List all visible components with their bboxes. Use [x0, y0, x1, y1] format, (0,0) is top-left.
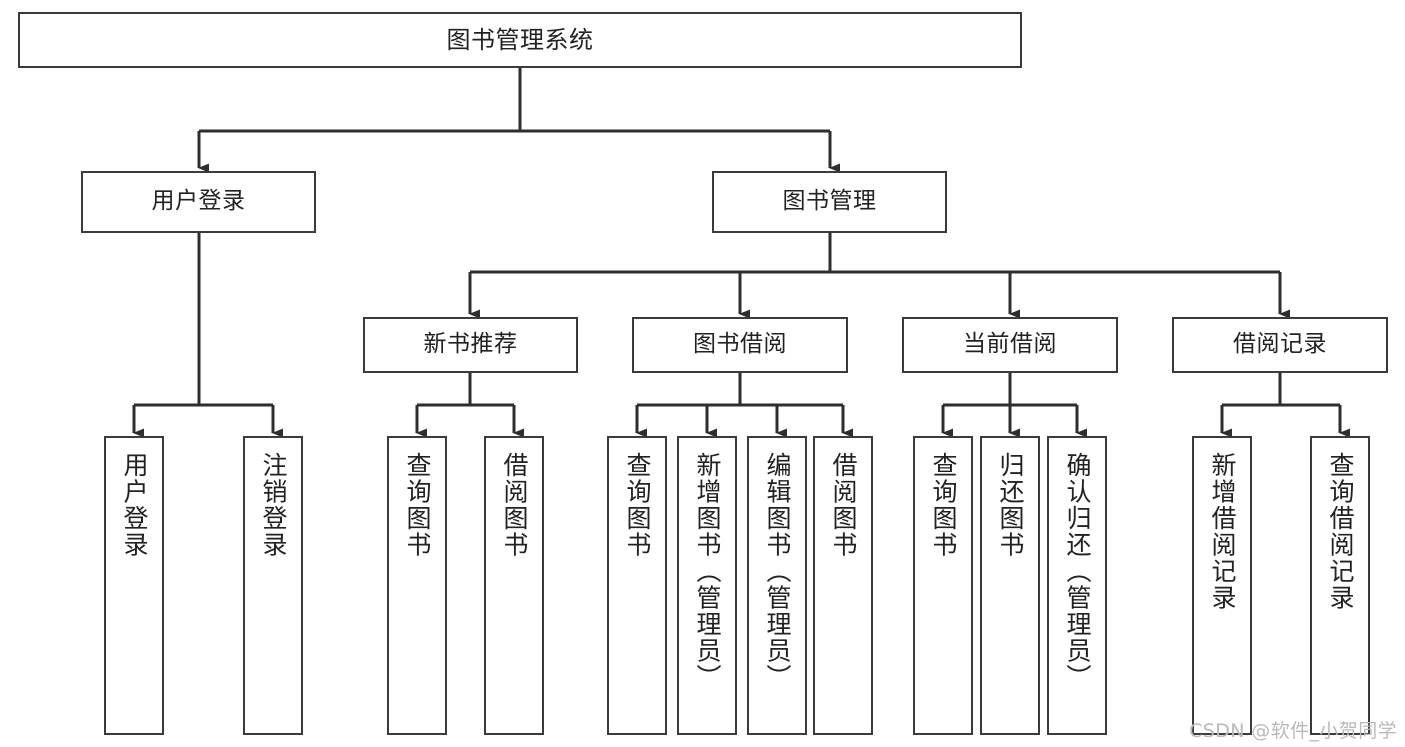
node-label: 用户登录 — [151, 188, 246, 215]
node-label: 新书推荐 — [423, 331, 518, 358]
node-book-management[interactable]: 图书管理 — [712, 171, 947, 233]
node-leaf-return-book[interactable]: 归还图书 — [980, 436, 1040, 735]
node-label: 查询图书 — [403, 452, 432, 558]
node-leaf-query-book-recommend[interactable]: 查询图书 — [387, 436, 447, 735]
node-label: 当前借阅 — [963, 331, 1057, 358]
node-label: 借阅图书 — [829, 452, 858, 558]
node-leaf-add-book[interactable]: 新增图书（管理员） — [677, 436, 737, 735]
node-label: 图书管理 — [782, 188, 877, 215]
node-label: 查询图书 — [929, 452, 958, 558]
node-leaf-edit-book[interactable]: 编辑图书（管理员） — [747, 436, 807, 735]
node-book-borrow[interactable]: 图书借阅 — [632, 317, 848, 373]
node-current-borrow[interactable]: 当前借阅 — [902, 317, 1118, 373]
node-leaf-query-book-current[interactable]: 查询图书 — [913, 436, 973, 735]
node-leaf-confirm-return[interactable]: 确认归还（管理员） — [1047, 436, 1107, 735]
node-book-management-system[interactable]: 图书管理系统 — [18, 12, 1022, 68]
node-label: 新增图书（管理员） — [693, 452, 722, 691]
node-new-book-recommend[interactable]: 新书推荐 — [363, 317, 578, 373]
node-leaf-user-login[interactable]: 用户登录 — [104, 436, 164, 735]
node-label: 归还图书 — [996, 452, 1025, 558]
node-borrow-record[interactable]: 借阅记录 — [1172, 317, 1388, 373]
node-leaf-borrow-book[interactable]: 借阅图书 — [813, 436, 873, 735]
node-leaf-borrow-book-recommend[interactable]: 借阅图书 — [484, 436, 544, 735]
node-label: 新增借阅记录 — [1208, 452, 1237, 611]
node-label: 用户登录 — [120, 452, 149, 558]
csdn-watermark: CSDN @软件_小贺同学 — [1189, 720, 1397, 742]
node-label: 图书借阅 — [693, 331, 787, 358]
node-label: 借阅图书 — [500, 452, 529, 558]
node-label: 借阅记录 — [1233, 331, 1327, 358]
node-leaf-query-book-borrow[interactable]: 查询图书 — [607, 436, 667, 735]
node-label: 查询借阅记录 — [1326, 452, 1355, 611]
node-leaf-query-borrow-record[interactable]: 查询借阅记录 — [1310, 436, 1370, 735]
node-label: 编辑图书（管理员） — [763, 452, 792, 691]
node-label: 确认归还（管理员） — [1063, 452, 1092, 691]
node-label: 图书管理系统 — [446, 25, 594, 54]
node-leaf-add-borrow-record[interactable]: 新增借阅记录 — [1192, 436, 1252, 735]
node-label: 注销登录 — [259, 452, 288, 558]
node-label: 查询图书 — [623, 452, 652, 558]
node-user-login[interactable]: 用户登录 — [81, 171, 316, 233]
node-leaf-user-logout[interactable]: 注销登录 — [243, 436, 303, 735]
